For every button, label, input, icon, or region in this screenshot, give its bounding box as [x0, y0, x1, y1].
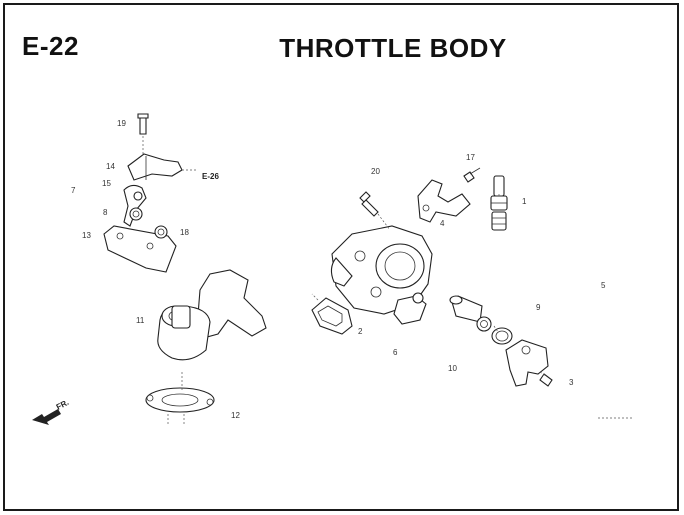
callout-14: 14 [106, 162, 115, 171]
front-direction-arrow-icon [32, 409, 61, 425]
callout-6: 6 [393, 348, 398, 357]
sensor-housing-part-3 [505, 339, 553, 387]
callout-15: 15 [102, 179, 111, 188]
section-code: E-22 [22, 31, 79, 61]
intake-manifold-part-11 [157, 269, 267, 361]
callout-10: 10 [448, 364, 457, 373]
callout-3: 3 [569, 378, 574, 387]
callout-5: 5 [601, 281, 606, 290]
callout-4: 4 [440, 219, 445, 228]
callout-9: 9 [536, 303, 541, 312]
seal-ring-part-5 [491, 327, 513, 345]
front-marker-label: FR. [55, 398, 71, 412]
callout-18: 18 [180, 228, 189, 237]
callout-20: 20 [371, 167, 380, 176]
link-arm-part-15 [123, 184, 147, 227]
collar-part-8 [129, 207, 143, 221]
callout-1: 1 [522, 197, 527, 206]
callout-13: 13 [82, 231, 91, 240]
callout-11: 11 [136, 316, 145, 325]
callout-12: 12 [231, 411, 240, 420]
callout-8: 8 [103, 208, 108, 217]
screw-part-20 [359, 191, 379, 217]
throttle-body-part-6 [330, 225, 433, 325]
bracket-plate-part-4 [417, 179, 471, 223]
nut-part-16 [154, 225, 168, 239]
bolt-part-19 [137, 113, 149, 135]
callout-19: 19 [117, 119, 126, 128]
callout-2: 2 [358, 327, 363, 336]
callout-labels: 19 14 15 7 8 13 18 E-26 11 12 20 17 4 1 … [71, 119, 606, 420]
page-title: THROTTLE BODY [279, 33, 507, 63]
small-screw-part-17 [463, 167, 481, 183]
insulator-gasket-part-12 [145, 387, 215, 413]
callout-7: 7 [71, 186, 76, 195]
valve-body-part-9 [449, 295, 483, 323]
o-ring-part-10 [476, 316, 492, 332]
mounting-bracket-part-14 [127, 153, 183, 181]
callout-17: 17 [466, 153, 475, 162]
fuel-injector-part-1 [490, 175, 508, 231]
reference-e26: E-26 [202, 172, 219, 181]
gasket-part-2 [311, 297, 353, 335]
